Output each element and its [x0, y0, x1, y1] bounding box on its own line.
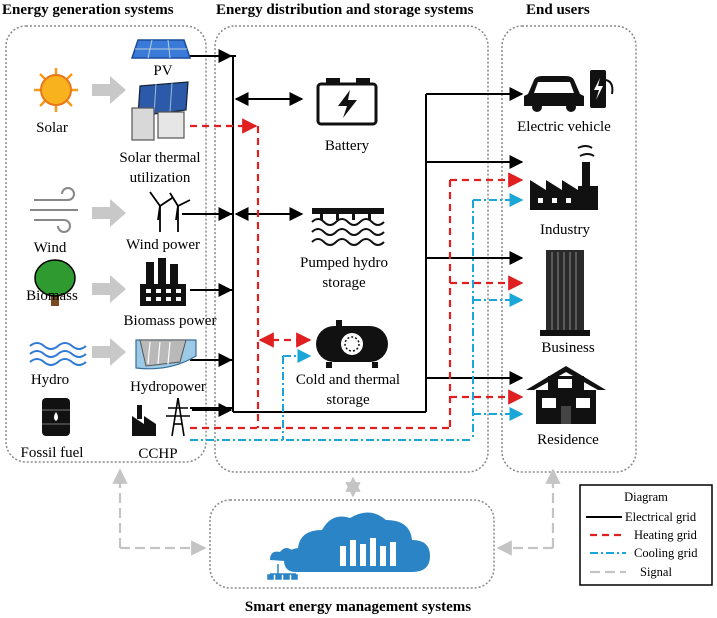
storage-battery-label: Battery [325, 138, 370, 154]
header-distribution: Energy distribution and storage systems [216, 2, 474, 18]
wind-icon [30, 187, 78, 233]
gen-biomass-power-label: Biomass power [124, 313, 217, 329]
source-arrows [92, 76, 126, 366]
solar-panel-icon [130, 39, 192, 59]
source-fossil-label: Fossil fuel [21, 445, 84, 461]
gen-pv-label: PV [153, 63, 172, 79]
dam-icon [135, 339, 197, 370]
source-wind-label: Wind [34, 240, 67, 256]
user-business-label: Business [541, 340, 595, 356]
storage-cold-label-1: Cold and thermal [296, 372, 400, 388]
charger-icon [590, 70, 614, 108]
tree-icon [34, 259, 76, 306]
cchp-tower-icon [132, 397, 190, 437]
signal-lines [112, 468, 561, 556]
source-hydro-label: Hydro [31, 372, 69, 388]
solar-thermal-icon [131, 81, 189, 141]
storage-pumped-label-1: Pumped hydro [300, 255, 388, 271]
wind-turbine-icon [149, 191, 191, 232]
car-icon [524, 76, 584, 112]
oil-barrel-icon [42, 398, 70, 436]
legend: Diagram Electrical grid Heating grid Coo… [579, 484, 713, 586]
cloud-server-icon [267, 512, 430, 580]
pumped-hydro-icon [311, 208, 385, 246]
legend-electrical-label: Electrical grid [625, 510, 697, 524]
industry-icon [530, 145, 598, 210]
house-icon [526, 366, 606, 424]
heating-lines [190, 118, 524, 430]
user-residence-label: Residence [537, 432, 599, 448]
header-generation: Energy generation systems [2, 2, 174, 18]
water-icon [29, 342, 87, 366]
gen-solar-thermal-label-2: utilization [130, 170, 191, 186]
gen-solar-thermal-label-1: Solar thermal [119, 150, 200, 166]
skyscraper-icon [540, 250, 590, 336]
gen-wind-power-label: Wind power [126, 237, 200, 253]
storage-pumped-label-2: storage [322, 275, 366, 291]
source-solar-label: Solar [36, 120, 68, 136]
thermal-tank-icon [316, 320, 388, 368]
legend-title: Diagram [624, 490, 668, 504]
source-biomass-label: Biomass [26, 288, 78, 304]
user-ev-label: Electric vehicle [517, 119, 611, 135]
gen-cchp-label: CCHP [138, 446, 177, 462]
battery-icon [316, 78, 378, 126]
sun-icon [34, 68, 78, 112]
end-users-box [501, 25, 637, 473]
distribution-box [214, 25, 489, 473]
cooling-lines [190, 193, 524, 441]
generation-box [5, 25, 207, 463]
header-end-users: End users [526, 2, 590, 18]
factory-icon [140, 258, 186, 306]
gen-hydropower-label: Hydropower [130, 379, 206, 395]
storage-cold-label-2: storage [326, 392, 370, 408]
legend-signal-label: Signal [640, 565, 672, 579]
smart-management-box [209, 499, 495, 589]
legend-heating-label: Heating grid [634, 528, 698, 542]
header-smart-management: Smart energy management systems [245, 599, 471, 615]
legend-cooling-label: Cooling grid [634, 546, 698, 560]
user-industry-label: Industry [540, 222, 590, 238]
